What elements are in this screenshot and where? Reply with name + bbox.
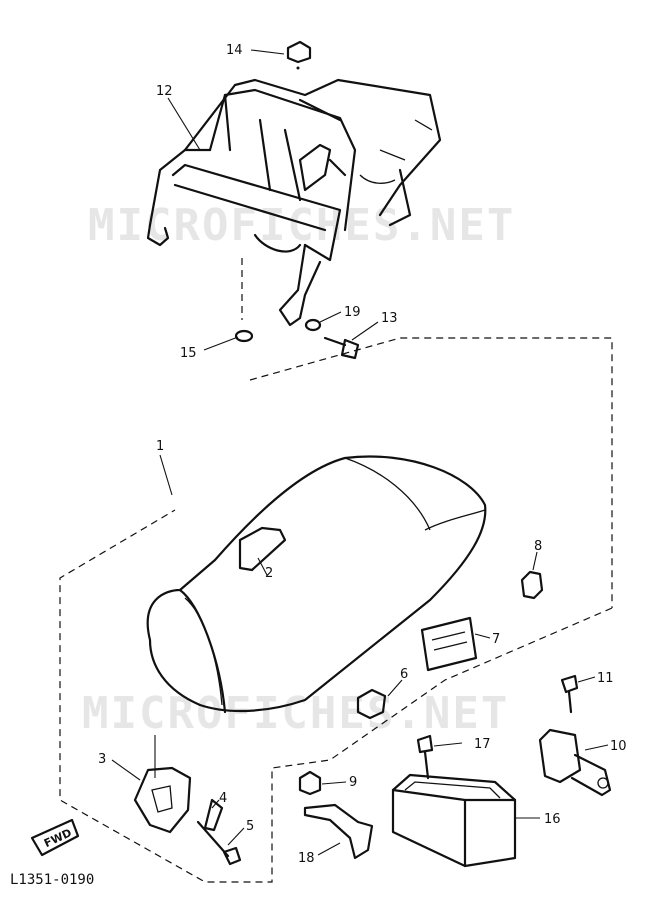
callout-10: 10	[610, 739, 627, 754]
seat	[146, 455, 487, 714]
washer-15	[234, 329, 254, 343]
bolt-13	[323, 336, 360, 360]
assembly-outline	[59, 337, 613, 883]
callout-9: 9	[349, 775, 357, 790]
callout-18: 18	[298, 851, 315, 866]
damper-6	[356, 688, 387, 720]
diagram-code: L1351-0190	[10, 872, 94, 888]
callout-19: 19	[344, 305, 361, 320]
seat-lock-10	[538, 728, 612, 797]
callout-6: 6	[400, 667, 408, 682]
callout-11: 11	[597, 671, 614, 686]
callout-4: 4	[219, 791, 227, 806]
callout-13: 13	[381, 311, 398, 326]
callout-3: 3	[98, 752, 106, 767]
callout-2: 2	[265, 566, 273, 581]
label-plate-7	[420, 616, 478, 672]
fwd-arrow: FWD	[30, 818, 80, 857]
leader-lines	[111, 49, 609, 856]
cap-nut-14	[286, 40, 312, 70]
rear-carrier	[146, 78, 442, 327]
washer-19	[304, 318, 322, 332]
bolt-11	[560, 674, 579, 714]
watermark-top: MICROFICHES.NET	[88, 200, 515, 251]
watermark-bottom: MICROFICHES.NET	[82, 688, 509, 739]
bracket-18	[303, 803, 374, 860]
callout-14: 14	[226, 43, 243, 58]
callout-17: 17	[474, 737, 491, 752]
callout-1: 1	[156, 439, 164, 454]
tray-16	[391, 773, 517, 868]
clip-4	[203, 798, 224, 832]
pin-5	[196, 820, 242, 866]
callout-7: 7	[492, 632, 500, 647]
damper-8	[520, 570, 544, 600]
bolt-17	[416, 734, 434, 780]
seat-hook-3	[133, 735, 192, 834]
callout-12: 12	[156, 84, 173, 99]
callout-5: 5	[246, 819, 254, 834]
callout-15: 15	[180, 346, 197, 361]
nut-9	[298, 770, 322, 796]
callout-16: 16	[544, 812, 561, 827]
callout-8: 8	[534, 539, 542, 554]
